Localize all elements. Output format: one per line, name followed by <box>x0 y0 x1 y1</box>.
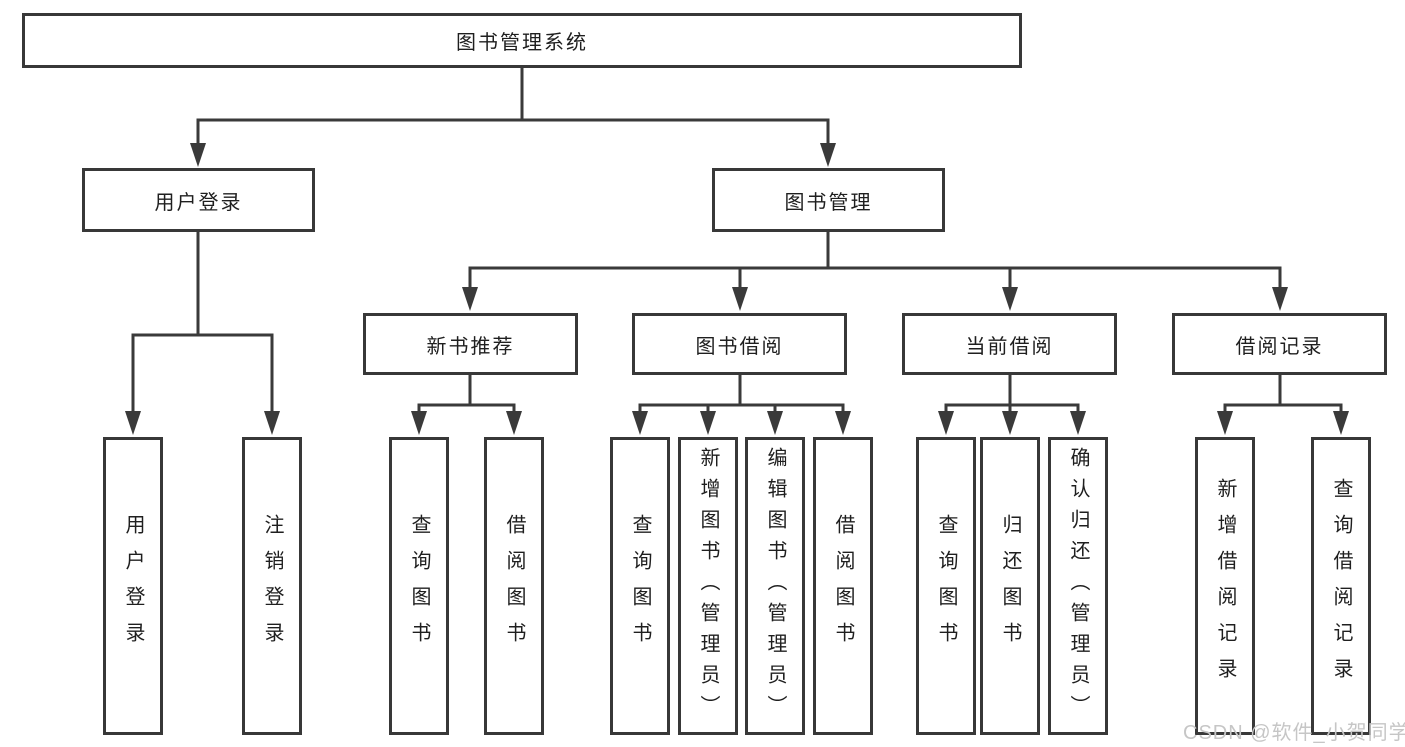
node-current-borrow: 当前借阅 <box>902 313 1117 375</box>
node-borrow-record-label: 借阅记录 <box>1235 335 1324 358</box>
node-root-label: 图书管理系统 <box>456 32 588 54</box>
node-leaf-confirm-return-admin: 确认归还（管理员） <box>1048 437 1108 735</box>
arrow-leaf-7 <box>767 411 783 435</box>
arrow-to-book-mgmt <box>820 143 836 167</box>
arrow-to-user-login <box>190 143 206 167</box>
edge-new-book-to-leaves <box>417 373 516 416</box>
node-leaf-return-book: 归还图书 <box>980 437 1040 735</box>
node-leaf-user-login-label: 用户登录 <box>122 514 144 658</box>
arrow-to-current-borrow <box>1002 287 1018 311</box>
node-leaf-query-book-3: 查询图书 <box>916 437 976 735</box>
node-leaf-return-book-label: 归还图书 <box>999 514 1021 658</box>
node-leaf-edit-book-admin: 编辑图书（管理员） <box>745 437 805 735</box>
node-new-book-label: 新书推荐 <box>426 335 515 358</box>
edge-user-login-to-leaves <box>131 230 274 416</box>
node-leaf-query-book-2-label: 查询图书 <box>629 514 651 658</box>
node-book-borrow-label: 图书借阅 <box>695 335 784 358</box>
arrow-leaf-5 <box>632 411 648 435</box>
arrow-leaf-9 <box>938 411 954 435</box>
node-leaf-add-book-admin: 新增图书（管理员） <box>678 437 738 735</box>
node-leaf-query-book-1-label: 查询图书 <box>408 514 430 658</box>
node-root: 图书管理系统 <box>22 13 1022 68</box>
arrow-leaf-11 <box>1070 411 1086 435</box>
node-leaf-query-book-1: 查询图书 <box>389 437 449 735</box>
node-leaf-query-borrow-record: 查询借阅记录 <box>1311 437 1371 735</box>
node-leaf-add-borrow-record-label: 新增借阅记录 <box>1214 478 1236 694</box>
node-user-login: 用户登录 <box>82 168 315 232</box>
node-leaf-borrow-book-2: 借阅图书 <box>813 437 873 735</box>
node-leaf-user-login: 用户登录 <box>103 437 163 735</box>
arrow-leaf-4 <box>506 411 522 435</box>
node-leaf-borrow-book-1-label: 借阅图书 <box>503 514 525 658</box>
arrow-to-new-book <box>462 287 478 311</box>
arrow-to-book-borrow <box>732 287 748 311</box>
arrow-leaf-1 <box>125 411 141 435</box>
node-leaf-add-book-admin-label: 新增图书（管理员） <box>697 446 719 726</box>
node-leaf-logout-label: 注销登录 <box>261 514 283 658</box>
node-leaf-borrow-book-2-label: 借阅图书 <box>832 514 854 658</box>
node-leaf-confirm-return-admin-label: 确认归还（管理员） <box>1067 446 1089 726</box>
node-leaf-query-borrow-record-label: 查询借阅记录 <box>1330 478 1352 694</box>
node-leaf-add-borrow-record: 新增借阅记录 <box>1195 437 1255 735</box>
node-current-borrow-label: 当前借阅 <box>965 335 1054 358</box>
edge-current-borrow-to-leaves <box>944 373 1080 416</box>
edge-book-borrow-to-leaves <box>638 373 845 416</box>
arrow-to-borrow-record <box>1272 287 1288 311</box>
arrow-leaf-12 <box>1217 411 1233 435</box>
node-book-mgmt-label: 图书管理 <box>784 191 873 214</box>
arrow-leaf-6 <box>700 411 716 435</box>
arrow-leaf-2 <box>264 411 280 435</box>
arrow-leaf-3 <box>411 411 427 435</box>
node-leaf-query-book-3-label: 查询图书 <box>935 514 957 658</box>
node-new-book: 新书推荐 <box>363 313 578 375</box>
arrow-leaf-10 <box>1002 411 1018 435</box>
node-book-mgmt: 图书管理 <box>712 168 945 232</box>
node-leaf-query-book-2: 查询图书 <box>610 437 670 735</box>
node-leaf-borrow-book-1: 借阅图书 <box>484 437 544 735</box>
arrow-leaf-8 <box>835 411 851 435</box>
edge-borrow-record-to-leaves <box>1223 373 1343 416</box>
node-user-login-label: 用户登录 <box>154 191 243 214</box>
node-leaf-edit-book-admin-label: 编辑图书（管理员） <box>764 446 786 726</box>
node-borrow-record: 借阅记录 <box>1172 313 1387 375</box>
node-book-borrow: 图书借阅 <box>632 313 847 375</box>
edge-root-to-level2 <box>196 66 830 148</box>
arrow-leaf-13 <box>1333 411 1349 435</box>
csdn-watermark: CSDN @软件_小贺同学 <box>1183 722 1405 744</box>
edge-book-mgmt-to-level3 <box>468 230 1282 292</box>
node-leaf-logout: 注销登录 <box>242 437 302 735</box>
